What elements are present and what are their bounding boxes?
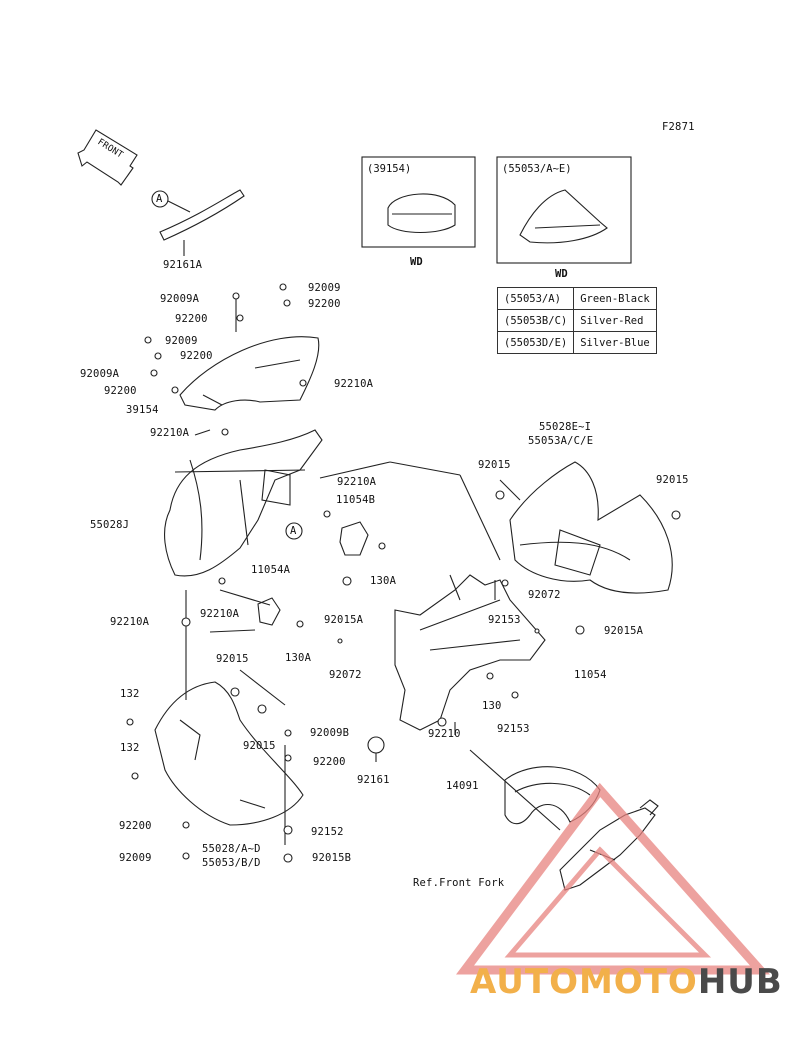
watermark-logo: AUTOMOTOHUB [470, 962, 783, 1002]
callout-92200: 92200 [175, 313, 208, 325]
inset-windshield-title: (39154) [367, 163, 412, 175]
callout-92210A: 92210A [150, 427, 190, 439]
callout-92009: 92009 [119, 852, 152, 864]
callout-92200: 92200 [104, 385, 137, 397]
callout-92210A: 92210A [110, 616, 150, 628]
callout-92009: 92009 [308, 282, 341, 294]
callout-92161: 92161 [357, 774, 390, 786]
callout-92153: 92153 [488, 614, 521, 626]
callout-92015A: 92015A [604, 625, 644, 637]
callout-11054: 11054 [574, 669, 607, 681]
callout-ref-front-fork: Ref.Front Fork [413, 877, 505, 889]
callout-92015: 92015 [216, 653, 249, 665]
callout-55028J: 55028J [90, 519, 130, 531]
callout-39154: 39154 [126, 404, 159, 416]
ref-marker-a-2: A [290, 525, 297, 537]
callout-92210: 92210 [428, 728, 461, 740]
inset-windshield-variant: WD [410, 256, 423, 268]
callout-92009: 92009 [165, 335, 198, 347]
callout-130A: 130A [370, 575, 397, 587]
callout-92015: 92015 [656, 474, 689, 486]
callout-92210A: 92210A [337, 476, 377, 488]
watermark-part1: AUTOMOTO [470, 962, 698, 1002]
inset-cowl-title: (55053/A~E) [502, 163, 572, 175]
callout-92210A: 92210A [200, 608, 240, 620]
callout-92200: 92200 [180, 350, 213, 362]
callout-92210A: 92210A [334, 378, 374, 390]
callout-130A: 130A [285, 652, 312, 664]
callout-55028E-I: 55028E~I [539, 421, 592, 433]
callout-92161A: 92161A [163, 259, 203, 271]
table-cell-part: (55053D/E) [496, 331, 575, 354]
callout-92200: 92200 [313, 756, 346, 768]
ref-marker-a: A [156, 193, 163, 205]
callout-92015: 92015 [243, 740, 276, 752]
table-row: (55053/A)Green-Black [496, 287, 657, 310]
table-cell-part: (55053/A) [496, 287, 575, 310]
table-cell-part: (55053B/C) [496, 309, 575, 332]
table-row: (55053D/E)Silver-Blue [496, 331, 657, 354]
callout-132: 132 [120, 742, 140, 754]
inset-cowl-variant: WD [555, 268, 568, 280]
callout-55053A-C-E: 55053A/C/E [528, 435, 594, 447]
callout-92015A: 92015A [324, 614, 364, 626]
callout-92009A: 92009A [160, 293, 200, 305]
table-cell-color: Green-Black [573, 287, 657, 310]
callout-92200: 92200 [308, 298, 341, 310]
table-row: (55053B/C)Silver-Red [496, 309, 657, 332]
callout-14091: 14091 [446, 780, 479, 792]
callout-92015: 92015 [478, 459, 511, 471]
table-cell-color: Silver-Blue [573, 331, 657, 354]
callout-11054A: 11054A [251, 564, 291, 576]
callout-92152: 92152 [311, 826, 344, 838]
color-variant-table: (55053/A)Green-Black (55053B/C)Silver-Re… [496, 287, 657, 354]
watermark-part2: HUB [697, 962, 783, 1002]
callout-92009A: 92009A [80, 368, 120, 380]
callout-55053-B-D: 55053/B/D [202, 857, 261, 869]
callout-11054B: 11054B [336, 494, 376, 506]
callout-55028-A-D: 55028/A~D [202, 843, 261, 855]
callout-92072: 92072 [528, 589, 561, 601]
table-cell-color: Silver-Red [573, 309, 657, 332]
callout-92009B: 92009B [310, 727, 350, 739]
figure-id: F2871 [662, 121, 695, 133]
callout-130: 130 [482, 700, 502, 712]
callout-92072: 92072 [329, 669, 362, 681]
watermark-triangle-icon [456, 782, 771, 975]
callout-92153: 92153 [497, 723, 530, 735]
front-arrow-icon [77, 129, 138, 186]
callout-92015B: 92015B [312, 852, 352, 864]
callout-132: 132 [120, 688, 140, 700]
callout-92200: 92200 [119, 820, 152, 832]
